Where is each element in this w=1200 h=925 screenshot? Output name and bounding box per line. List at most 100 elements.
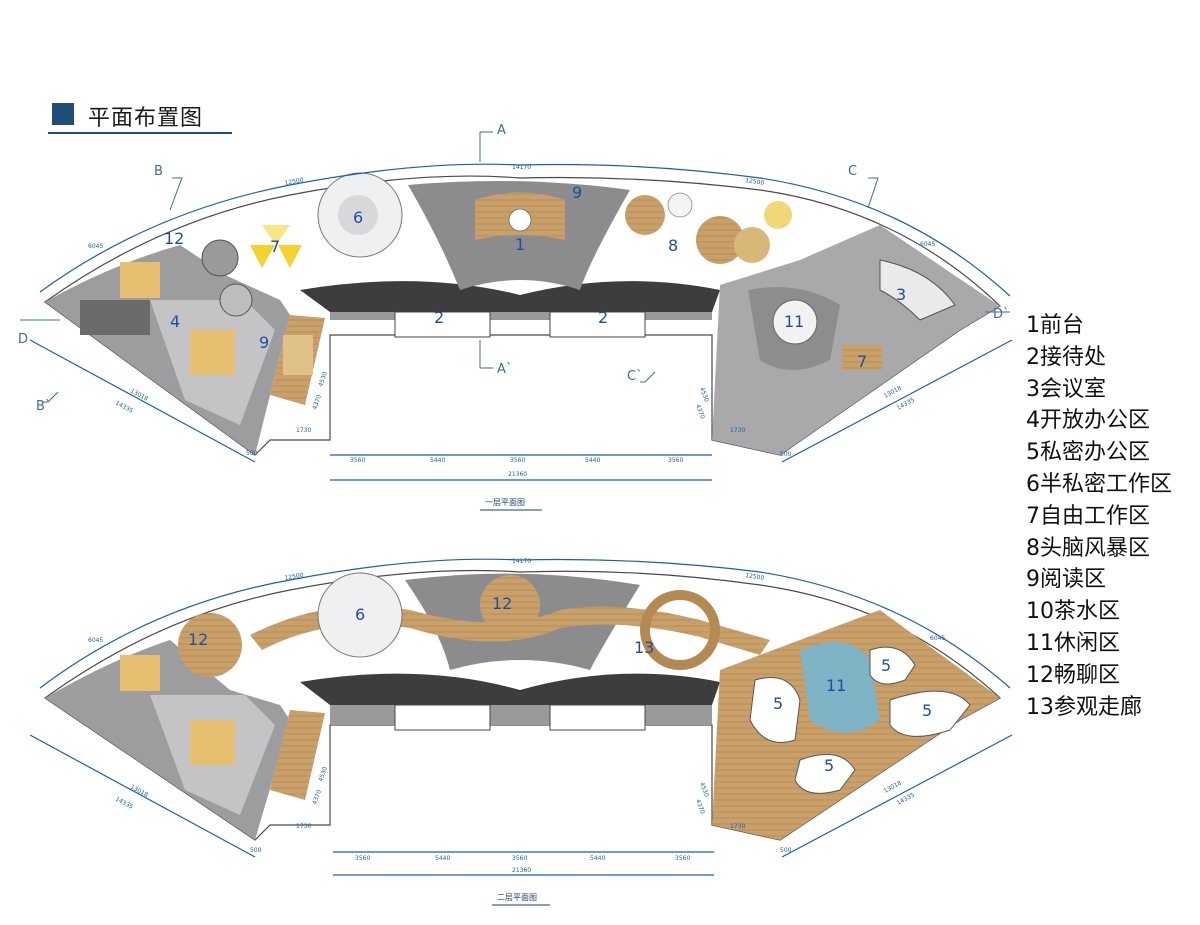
floor-1-reception-area — [408, 181, 630, 290]
f1-zone-label-7a: 7 — [270, 237, 280, 256]
zone-7-seating — [250, 225, 302, 268]
f1-zone-label-9a: 9 — [572, 183, 582, 202]
floor-2-dimension-lines — [29, 558, 1013, 876]
legend-item-8: 8头脑风暴区 — [1026, 535, 1150, 561]
f1-zone-label-12: 12 — [164, 229, 184, 248]
f2-dim-arm3-right: 4370 — [694, 798, 706, 815]
f2-dim-side-left: 6045 — [88, 637, 103, 644]
zone-3-meeting — [879, 259, 956, 321]
floor-1-zone-labels: 1 2 2 3 4 6 7 7 8 9 9 11 12 — [164, 183, 906, 371]
f1-dim-arm1: 14335 — [114, 400, 134, 415]
f1-dim-top-left: 12500 — [284, 177, 304, 187]
f2-zone-label-12b: 12 — [492, 594, 512, 613]
zone-2-right-box — [549, 311, 646, 338]
legend-item-1: 1前台 — [1026, 313, 1084, 338]
zone-legend: 1前台 2接待处 3会议室 4开放办公区 5私密办公区 6半私密工作区 7自由工… — [1026, 310, 1200, 723]
legend-item-10: 10茶水区 — [1026, 599, 1120, 625]
zone-6-table — [338, 195, 378, 235]
reception-round-table — [508, 208, 532, 232]
zone-12-lounge-left — [178, 613, 242, 677]
f2-dim-b1: 5440 — [435, 855, 450, 862]
f1-dim-arm3-right: 4370 — [694, 403, 706, 420]
plan-title-bar: 平面布置图 — [48, 98, 232, 134]
f1-dim-arm5-right: 500 — [780, 451, 792, 458]
zone-5-pod-c — [889, 690, 971, 737]
zone-2-left-box — [394, 311, 491, 338]
f1-dim-b3: 5440 — [585, 457, 600, 464]
workstation-cluster-2 — [120, 655, 160, 691]
floor-1-grey-band — [330, 312, 712, 320]
stair-spiral-1 — [219, 283, 253, 317]
legend-item-13: 13参观走廊 — [1026, 694, 1142, 720]
f2-zone-label-12a: 12 — [188, 630, 208, 649]
f1-zone-label-2b: 2 — [598, 308, 608, 327]
floor-1-caption: 一层平面图 — [485, 498, 525, 507]
f1-zone-label-6: 6 — [353, 208, 363, 227]
f2-dim-arm5: 500 — [250, 847, 262, 854]
f1-dim-b2: 3560 — [510, 457, 525, 464]
f2-dim-b4: 3560 — [675, 855, 690, 862]
f2-dim-arm4: 1730 — [296, 823, 311, 830]
f1-dim-arm5: 500 — [246, 450, 258, 457]
floor-1-dimension-lines — [29, 163, 1013, 481]
zone-8-pod-b — [667, 192, 693, 218]
zone-7-bench-right — [842, 345, 882, 370]
f2-dim-arm0-right: 13018 — [883, 780, 903, 795]
f1-zone-label-2a: 2 — [434, 308, 444, 327]
f2-zone-label-5d: 5 — [824, 756, 834, 775]
section-mark-b: B — [154, 164, 163, 179]
f1-dim-arm4-right: 1730 — [730, 427, 745, 434]
f1-dim-total: 21360 — [508, 471, 527, 478]
zone-8-pod-c — [696, 216, 744, 264]
f1-dim-b4: 3560 — [668, 457, 683, 464]
floor-2-caption: 二层平面图 — [497, 893, 537, 902]
section-mark-b-prime: B` — [36, 399, 51, 414]
section-mark-c-prime: C` — [627, 369, 643, 384]
zone-2-left-box-2 — [394, 704, 491, 731]
f2-dim-top-right: 12500 — [745, 572, 765, 582]
workstation-cluster-1 — [80, 262, 235, 375]
zone-9-reading-table — [283, 335, 313, 375]
floor-2-zone-labels: 12 6 12 13 11 5 5 5 5 — [188, 594, 932, 775]
f1-dim-arm0: 13018 — [129, 388, 149, 403]
f1-dim-b1: 5440 — [430, 457, 445, 464]
floor-2-dark-corridor — [300, 673, 720, 705]
zone-5-pod-d — [794, 753, 856, 794]
f1-dim-b0: 3560 — [350, 457, 365, 464]
f2-dim-arm2-right: 4530 — [698, 781, 710, 798]
section-mark-a: A — [497, 123, 506, 138]
legend-item-4: 4开放办公区 — [1026, 408, 1150, 434]
f1-dim-side-left: 6045 — [88, 243, 103, 250]
f1-zone-label-8: 8 — [668, 236, 678, 255]
f2-zone-label-6: 6 — [355, 605, 365, 624]
f1-dim-arm2: 4530 — [317, 371, 329, 388]
f2-zone-label-13: 13 — [634, 638, 654, 657]
f2-zone-label-5b: 5 — [773, 694, 783, 713]
f1-dim-arm0-right: 13018 — [883, 385, 903, 400]
zone-13-node — [640, 590, 720, 670]
legend-item-12: 12畅聊区 — [1026, 662, 1120, 688]
f2-dim-arm3: 4370 — [311, 789, 323, 806]
legend-item-9: 9阅读区 — [1026, 567, 1106, 593]
f1-zone-label-1: 1 — [515, 235, 525, 254]
f1-zone-label-11: 11 — [784, 312, 804, 331]
f2-zone-label-11: 11 — [826, 676, 846, 695]
f2-zone-label-5a: 5 — [881, 656, 891, 675]
workstation-cluster-2b — [190, 720, 235, 765]
f1-zone-label-7b: 7 — [857, 352, 867, 371]
f1-dim-arm4: 1730 — [296, 427, 311, 434]
legend-item-6: 6半私密工作区 — [1026, 471, 1172, 497]
f1-zone-label-9b: 9 — [259, 333, 269, 352]
title-marker-square — [52, 103, 74, 125]
f1-dim-top-right: 12500 — [745, 177, 765, 187]
legend-item-2: 2接待处 — [1026, 344, 1106, 370]
floor-2-plan — [43, 569, 1002, 841]
f2-dim-top-center: 14170 — [512, 558, 531, 565]
floor-1-dark-corridor — [300, 281, 720, 312]
zone-8-pod-a — [625, 195, 665, 235]
zone-6-room-2 — [317, 572, 403, 658]
f1-dim-side-right: 6045 — [920, 241, 935, 248]
page-title: 平面布置图 — [88, 106, 204, 131]
f2-dim-arm4-right: 1730 — [730, 823, 745, 830]
